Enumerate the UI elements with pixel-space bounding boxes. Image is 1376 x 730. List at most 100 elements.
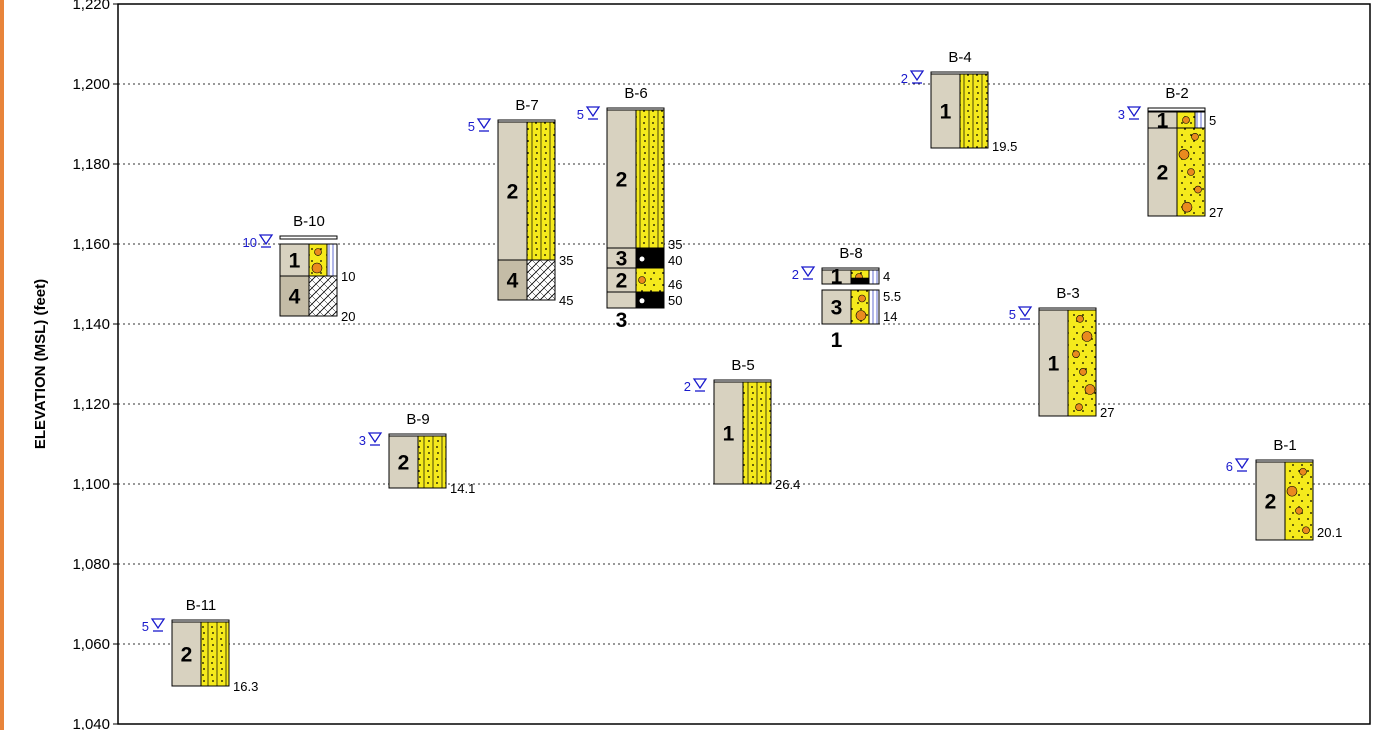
y-tick-label: 1,180 bbox=[72, 156, 110, 173]
water-depth-label: 3 bbox=[1118, 107, 1125, 122]
y-tick-label: 1,200 bbox=[72, 76, 110, 93]
water-level-icon bbox=[152, 619, 164, 628]
y-axis-label: ELEVATION (MSL) (feet) bbox=[32, 279, 49, 449]
depth-mark: 19.5 bbox=[992, 139, 1017, 154]
unit-label: 1 bbox=[1048, 353, 1060, 376]
gravel-clast bbox=[856, 311, 866, 321]
unit-label: 2 bbox=[1265, 491, 1277, 514]
water-depth-label: 2 bbox=[901, 71, 908, 86]
borehole-b-1: B-12620.1 bbox=[1226, 437, 1343, 540]
unit-label: 1 bbox=[831, 265, 843, 288]
depth-mark: 27 bbox=[1209, 205, 1223, 220]
depth-mark: 14.1 bbox=[450, 481, 475, 496]
depth-mark: 16.3 bbox=[233, 679, 258, 694]
gravel-clast bbox=[312, 263, 322, 273]
lithology-sand bbox=[527, 122, 555, 260]
lithology-sand bbox=[636, 110, 664, 248]
y-tick-label: 1,080 bbox=[72, 556, 110, 573]
water-level-icon bbox=[478, 119, 490, 128]
depth-mark: 26.4 bbox=[775, 477, 800, 492]
y-tick-label: 1,040 bbox=[72, 716, 110, 730]
gravel-clast bbox=[1296, 507, 1303, 514]
borehole-name: B-4 bbox=[948, 49, 971, 66]
y-tick-label: 1,060 bbox=[72, 636, 110, 653]
gravel-clast bbox=[1076, 404, 1083, 411]
water-depth-label: 3 bbox=[359, 433, 366, 448]
y-tick-label: 1,220 bbox=[72, 0, 110, 13]
depth-mark: 35 bbox=[668, 237, 682, 252]
depth-mark: 35 bbox=[559, 253, 573, 268]
borehole-b-3: B-3 1 5 27 bbox=[1009, 285, 1115, 420]
borehole-name: B-11 bbox=[186, 597, 217, 614]
lithology-clay bbox=[527, 260, 555, 300]
gravel-clast bbox=[1300, 468, 1307, 475]
depth-mark: 14 bbox=[883, 309, 897, 324]
rock-void bbox=[640, 298, 645, 303]
borehole-name: B-8 bbox=[839, 245, 862, 262]
lithology-clay bbox=[309, 276, 337, 316]
lithology-silt bbox=[869, 270, 879, 284]
water-level-icon bbox=[1019, 307, 1031, 316]
gravel-clast bbox=[859, 295, 866, 302]
borehole-name: B-6 bbox=[624, 85, 647, 102]
gravel-clast bbox=[1287, 486, 1297, 496]
borehole-name: B-9 bbox=[406, 411, 429, 428]
gravel-clast bbox=[1073, 351, 1080, 358]
gravel-clast bbox=[1182, 202, 1192, 212]
water-depth-label: 6 bbox=[1226, 459, 1233, 474]
unit-label: 3 bbox=[616, 309, 628, 332]
lithology-silt bbox=[1195, 112, 1205, 128]
y-tick-label: 1,120 bbox=[72, 396, 110, 413]
y-tick-label: 1,100 bbox=[72, 476, 110, 493]
lithology-sand bbox=[418, 436, 446, 488]
lithology-rock bbox=[851, 278, 869, 284]
lithology-sand bbox=[960, 74, 988, 148]
depth-mark: 46 bbox=[668, 277, 682, 292]
gravel-clast bbox=[1303, 527, 1310, 534]
lithology-sand bbox=[743, 382, 771, 484]
gravel-clast bbox=[639, 277, 646, 284]
water-level-icon bbox=[369, 433, 381, 442]
gravel-clast bbox=[1179, 149, 1189, 159]
water-depth-label: 10 bbox=[243, 235, 257, 250]
water-level-icon bbox=[694, 379, 706, 388]
unit-label: 2 bbox=[616, 169, 628, 192]
water-depth-label: 5 bbox=[577, 107, 584, 122]
depth-mark: 20 bbox=[341, 309, 355, 324]
unit-label: 2 bbox=[1157, 162, 1169, 185]
water-depth-label: 5 bbox=[468, 119, 475, 134]
lithology-gravel bbox=[1068, 310, 1096, 416]
depth-mark: 45 bbox=[559, 293, 573, 308]
unit-label: 1 bbox=[940, 101, 952, 124]
unit-label: 2 bbox=[616, 270, 628, 293]
water-level-icon bbox=[911, 71, 923, 80]
borehole-name: B-5 bbox=[731, 357, 754, 374]
gravel-clast bbox=[315, 249, 322, 256]
depth-mark: 10 bbox=[341, 269, 355, 284]
depth-mark: 27 bbox=[1100, 405, 1114, 420]
borehole-cap bbox=[280, 236, 337, 239]
depth-mark: 5 bbox=[1209, 113, 1216, 128]
water-level-icon bbox=[802, 267, 814, 276]
unit-label: 3 bbox=[831, 297, 843, 320]
y-tick-label: 1,160 bbox=[72, 236, 110, 253]
depth-mark: 40 bbox=[668, 253, 682, 268]
unit-label: 3 bbox=[616, 248, 628, 271]
gravel-clast bbox=[1080, 368, 1087, 375]
gravel-clast bbox=[1195, 186, 1202, 193]
borehole-b-11: B-112516.3 bbox=[142, 597, 259, 694]
lithology-silt bbox=[869, 290, 879, 324]
borehole-name: B-3 bbox=[1056, 285, 1079, 302]
gravel-clast bbox=[1085, 385, 1095, 395]
water-depth-label: 5 bbox=[142, 619, 149, 634]
unit-column bbox=[607, 292, 636, 308]
gravel-clast bbox=[1188, 169, 1195, 176]
water-depth-label: 5 bbox=[1009, 307, 1016, 322]
borehole-name: B-7 bbox=[515, 97, 538, 114]
